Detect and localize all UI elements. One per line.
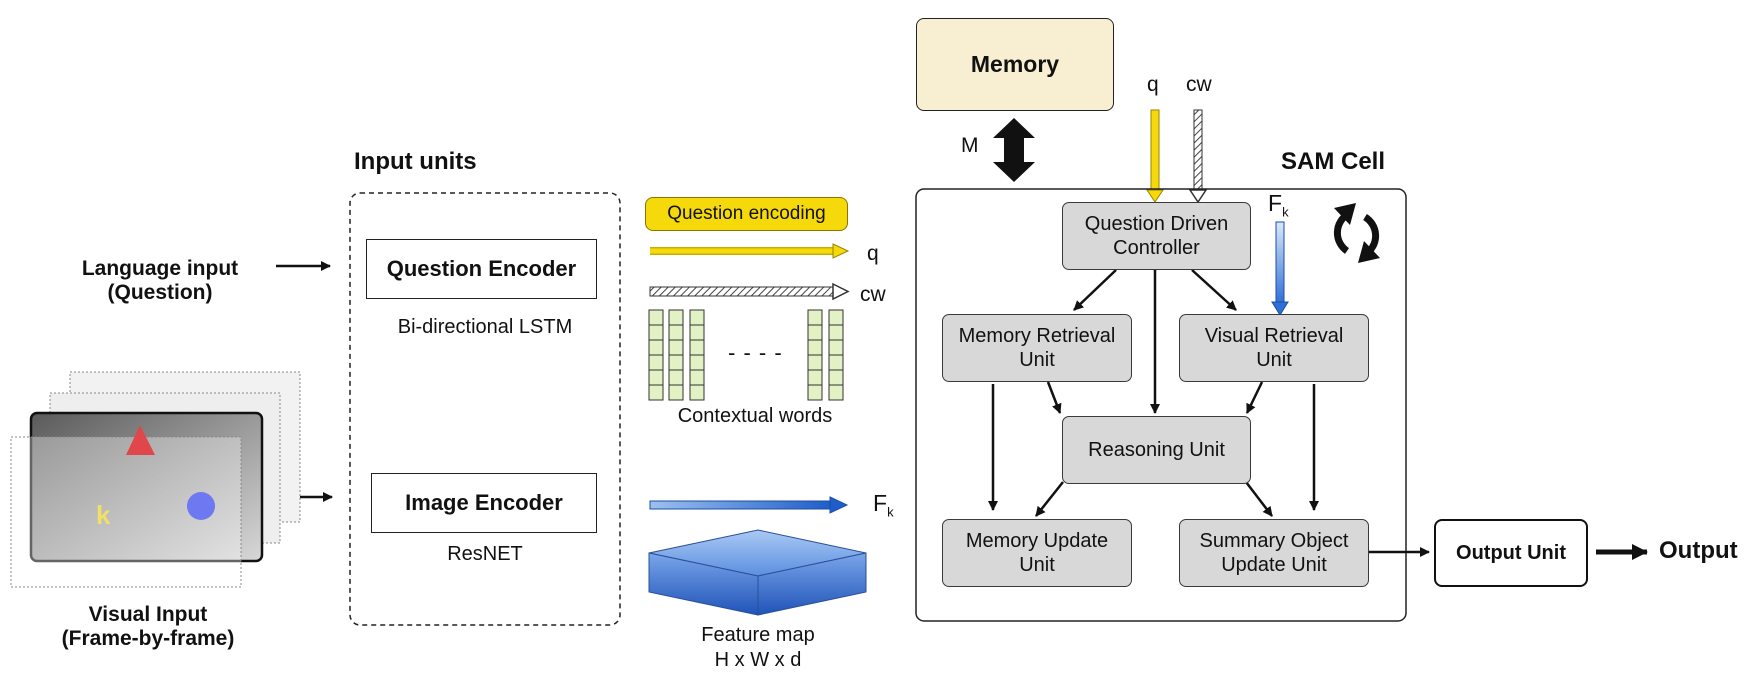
- cw-down-arrow: [1193, 109, 1203, 193]
- question-encoder-box: Question Encoder: [366, 239, 597, 299]
- sam-cell-title: SAM Cell: [1281, 148, 1386, 175]
- summary-line2: Update Unit: [1221, 554, 1327, 576]
- visual-input-label: Visual Input (Frame-by-frame): [10, 600, 286, 654]
- image-encoder-box: Image Encoder: [371, 473, 597, 533]
- memory-double-arrow: [993, 118, 1035, 182]
- matrix-dots: - - - -: [728, 340, 783, 365]
- feature-map-line2: H x W x d: [714, 649, 802, 671]
- memory-retrieval-line2: Unit: [1019, 349, 1055, 371]
- reasoning-unit: Reasoning Unit: [1062, 416, 1251, 484]
- visual-input-line2: (Frame-by-frame): [61, 627, 235, 650]
- triangle-object: [126, 425, 155, 455]
- controller-line1: Question Driven: [1084, 213, 1229, 235]
- language-input-line1: Language input: [81, 257, 239, 280]
- sam-cell-container: [915, 188, 1407, 622]
- output-unit: Output Unit: [1434, 519, 1588, 587]
- sam-fk-sub: k: [1282, 204, 1289, 220]
- fk-down-arrow: [1275, 221, 1285, 305]
- q-label: q: [867, 242, 879, 265]
- visual-retrieval-line2: Unit: [1256, 349, 1292, 371]
- fk-label-sub: k: [887, 504, 894, 520]
- memory-update-line2: Unit: [1019, 554, 1055, 576]
- input-units-container: [349, 192, 621, 626]
- question-driven-controller: Question Driven Controller: [1062, 202, 1251, 270]
- output-label: Output: [1659, 537, 1738, 564]
- sam-fk-label: Fk: [1268, 190, 1289, 220]
- feature-map-label: Feature map H x W x d: [650, 621, 866, 675]
- visual-input-line1: Visual Input: [88, 603, 208, 626]
- sam-fk-main: F: [1268, 190, 1283, 216]
- memory-update-line1: Memory Update: [965, 530, 1109, 552]
- language-input-label: Language input (Question): [40, 254, 280, 308]
- frame-letter: k: [96, 500, 111, 530]
- visual-retrieval-unit: Visual Retrieval Unit: [1179, 314, 1369, 382]
- input-units-title: Input units: [354, 148, 477, 175]
- memory-retrieval-unit: Memory Retrieval Unit: [942, 314, 1132, 382]
- fk-label-main: F: [873, 490, 888, 516]
- memory-q-label: q: [1147, 73, 1159, 96]
- contextual-words-matrices: [648, 309, 844, 401]
- summary-object-update-unit: Summary Object Update Unit: [1179, 519, 1369, 587]
- controller-line2: Controller: [1113, 237, 1200, 259]
- memory-cw-label: cw: [1186, 73, 1212, 96]
- memory-m-label: M: [961, 134, 979, 157]
- feature-map-cube: [648, 529, 867, 616]
- feature-map-line1: Feature map: [701, 624, 815, 646]
- q-down-arrow: [1150, 109, 1160, 193]
- image-encoder-sub: ResNET: [447, 543, 523, 565]
- fk-label: Fk: [873, 490, 894, 520]
- cw-arrow: [649, 286, 834, 297]
- memory-retrieval-line1: Memory Retrieval: [958, 325, 1116, 347]
- visual-retrieval-line1: Visual Retrieval: [1204, 325, 1344, 347]
- contextual-words-label: Contextual words: [677, 405, 833, 427]
- circle-object: [187, 492, 215, 520]
- language-input-line2: (Question): [107, 281, 213, 304]
- video-frames-illustration: [10, 371, 301, 588]
- question-encoding-badge: Question encoding: [645, 197, 848, 231]
- question-encoder-sub: Bi-directional LSTM: [397, 316, 573, 338]
- fk-arrow: [649, 500, 831, 510]
- cw-label: cw: [860, 283, 886, 306]
- memory-update-unit: Memory Update Unit: [942, 519, 1132, 587]
- memory-box: Memory: [916, 18, 1114, 111]
- summary-line1: Summary Object: [1199, 530, 1349, 552]
